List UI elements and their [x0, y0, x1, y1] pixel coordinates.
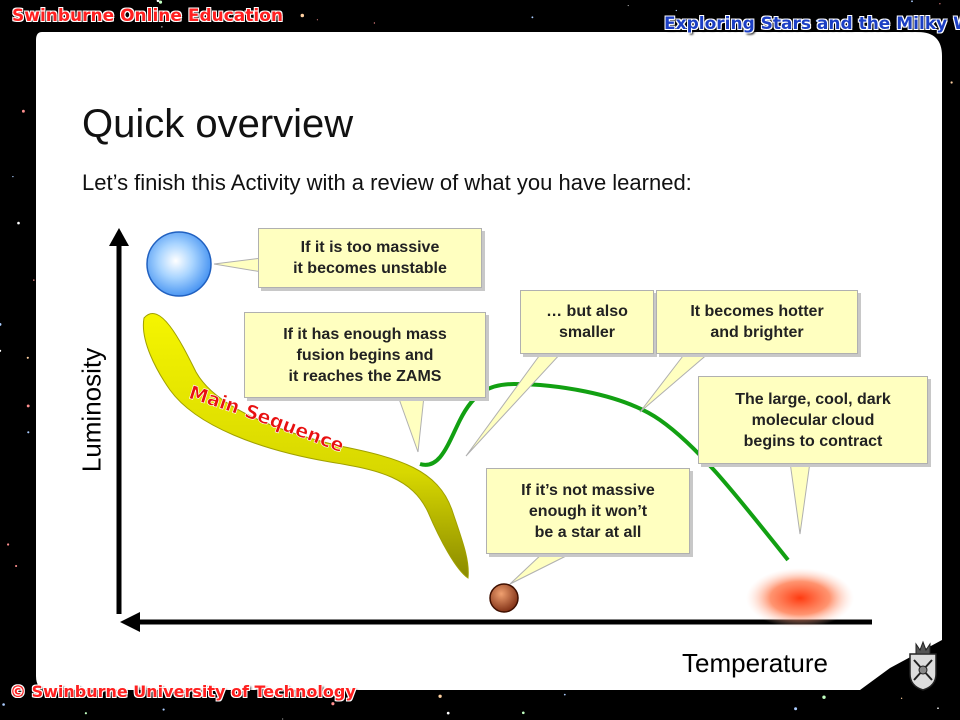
- background-star: [900, 697, 903, 699]
- background-star: [531, 16, 534, 19]
- background-star: [446, 711, 450, 715]
- temperature-axis-arrow: [120, 612, 140, 632]
- background-star: [331, 702, 335, 706]
- background-star: [373, 22, 376, 24]
- background-star: [0, 349, 2, 352]
- background-star: [15, 564, 18, 568]
- brand-right: Exploring Stars and the Milky Way: [664, 14, 960, 34]
- background-star: [84, 712, 87, 715]
- background-star: [822, 695, 826, 699]
- callout-also-smaller-text: … but also smaller: [546, 303, 628, 341]
- background-star: [937, 707, 939, 710]
- background-star: [911, 0, 913, 3]
- university-crest-icon: [909, 640, 937, 691]
- callout-enough-mass-text: If it has enough mass fusion begins and …: [283, 325, 447, 385]
- callout-hotter-brighter: It becomes hotter and brighter: [656, 290, 858, 354]
- callout-cloud-contract: The large, cool, dark molecular cloud be…: [698, 376, 928, 464]
- background-star: [17, 221, 20, 225]
- background-star: [156, 0, 160, 3]
- brand-left: Swinburne Online Education: [12, 6, 284, 26]
- page-subtitle: Let’s finish this Activity with a review…: [82, 170, 692, 195]
- background-star: [815, 19, 819, 22]
- massive-blue-star: [146, 231, 212, 297]
- background-star: [26, 356, 29, 359]
- background-star: [162, 708, 165, 711]
- evolutionary-track: [419, 381, 790, 562]
- background-star: [950, 81, 953, 84]
- background-star: [158, 0, 163, 4]
- background-star: [675, 9, 677, 12]
- background-star: [794, 707, 798, 711]
- luminosity-axis-arrow: [109, 228, 129, 246]
- background-star: [21, 109, 25, 113]
- background-star: [2, 703, 5, 706]
- background-star: [26, 404, 30, 408]
- background-star: [521, 711, 525, 715]
- background-star: [316, 19, 318, 21]
- temperature-axis-label: Temperature: [682, 648, 828, 678]
- background-star: [300, 13, 305, 18]
- background-star: [282, 718, 284, 720]
- callout-too-massive: If it is too massive it becomes unstable: [258, 228, 482, 288]
- callout-enough-mass: If it has enough mass fusion begins and …: [244, 312, 486, 398]
- callout-hotter-brighter-text: It becomes hotter and brighter: [690, 303, 824, 341]
- callout-too-massive-text: If it is too massive it becomes unstable: [293, 239, 447, 277]
- main-sequence-band: [142, 313, 469, 579]
- content-panel: [36, 32, 942, 690]
- luminosity-axis-label: Luminosity: [76, 347, 107, 473]
- callout-pointers: [213, 257, 811, 585]
- background-star: [12, 175, 14, 178]
- callout-not-massive-text: If it’s not massive enough it won’t be a…: [521, 481, 655, 541]
- callout-cloud-contract-text: The large, cool, dark molecular cloud be…: [735, 390, 891, 450]
- background-star: [0, 322, 2, 326]
- background-star: [27, 431, 30, 434]
- background-star: [7, 543, 10, 546]
- background-star: [563, 693, 566, 696]
- callout-also-smaller: … but also smaller: [520, 290, 654, 354]
- molecular-cloud: [746, 568, 854, 628]
- footer-copyright: © Swinburne University of Technology: [10, 682, 356, 701]
- background-star: [161, 26, 163, 28]
- brown-dwarf: [489, 583, 519, 613]
- background-star: [438, 694, 442, 698]
- background-star: [126, 7, 130, 11]
- background-star: [627, 5, 629, 7]
- background-star: [33, 279, 35, 281]
- page-title: Quick overview: [82, 102, 354, 146]
- background-star: [939, 3, 941, 5]
- callout-not-massive: If it’s not massive enough it won’t be a…: [486, 468, 690, 554]
